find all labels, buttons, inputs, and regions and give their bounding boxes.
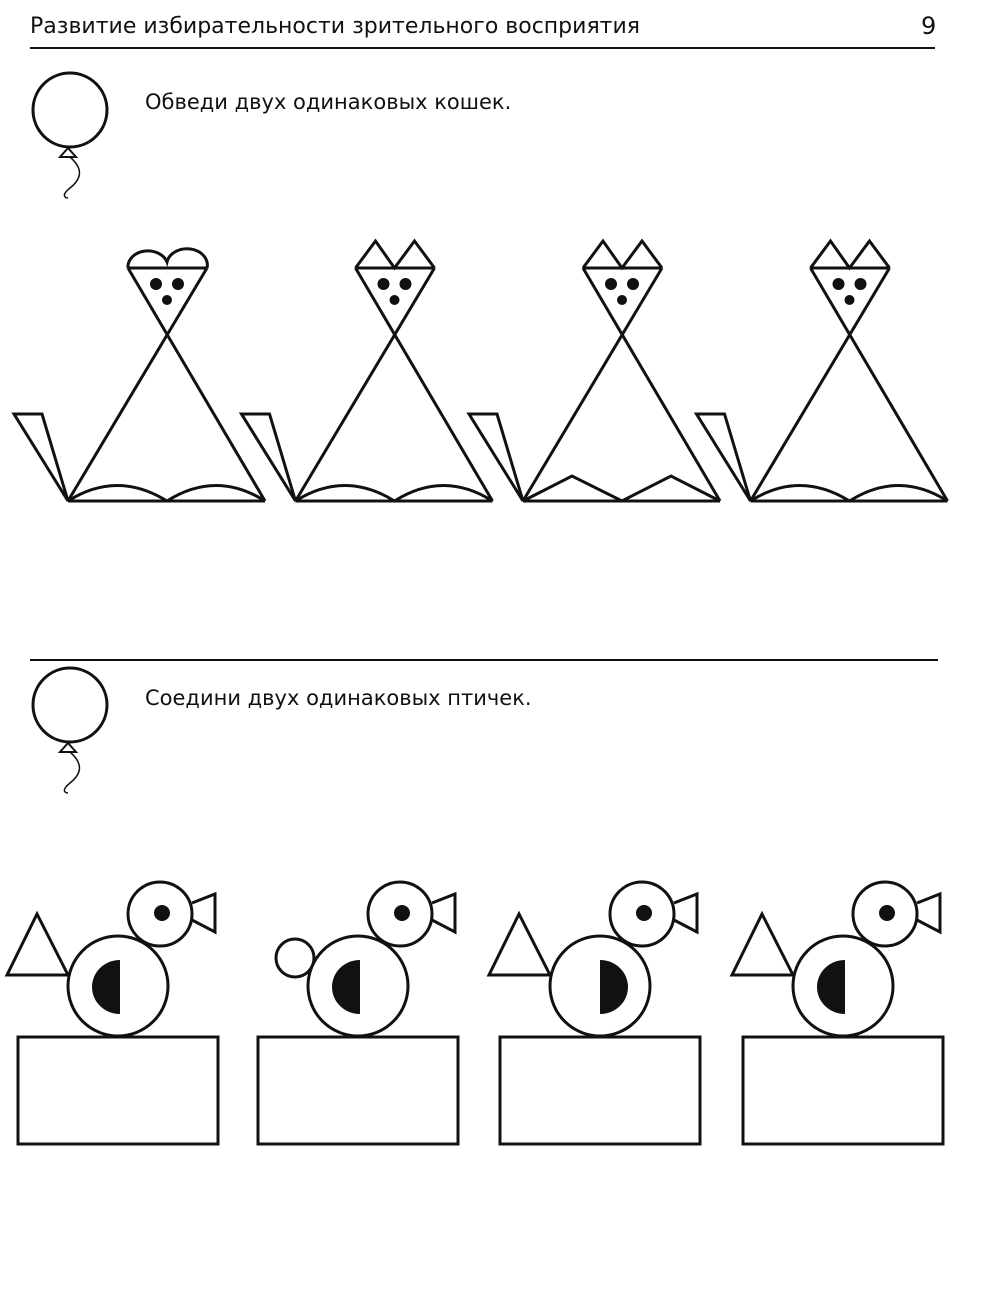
cat-face-dot [854, 278, 867, 290]
bird-nest-box [256, 1035, 460, 1146]
cat-tail [238, 412, 297, 502]
bird-figure [4, 880, 220, 1146]
bird-wing-triangle [4, 910, 71, 977]
cat-ears-rounded [126, 247, 209, 269]
cat-figure [466, 238, 722, 503]
bird-eye [636, 905, 652, 921]
balloon-string [63, 751, 81, 794]
bird-beak [191, 891, 217, 935]
bird-half-disk [600, 960, 628, 1014]
bird-nest-box [498, 1035, 702, 1146]
balloon-circle [31, 666, 109, 744]
bird-nest-box [741, 1035, 945, 1146]
cat-face-dot [172, 278, 184, 290]
cat-face-dot [605, 278, 617, 290]
bird-half-disk [817, 960, 845, 1014]
cat-face-dot [162, 295, 172, 305]
bird-wing-triangle [729, 910, 796, 977]
page-number: 9 [921, 12, 937, 40]
bird-eye [394, 905, 410, 921]
bird-beak [916, 891, 942, 935]
bird-half-disk [332, 960, 360, 1014]
balloon-string [63, 156, 81, 199]
bird-wing-circle [274, 937, 316, 979]
cat-face-dot [150, 278, 162, 290]
balloon-knot [57, 146, 79, 158]
cat-figure [11, 247, 267, 503]
balloon-circle [31, 71, 109, 149]
cat-tail [693, 412, 752, 502]
cats-row [11, 238, 949, 503]
cat-body [749, 266, 949, 503]
bird-wing-triangle [486, 910, 553, 977]
cat-figure [693, 238, 949, 503]
task-1-instruction: Обведи двух одинаковых кошек. [145, 90, 512, 114]
cat-feet-arcs [67, 484, 266, 503]
cat-face-dot [844, 295, 855, 305]
task-2-instruction: Соедини двух одинаковых птичек. [145, 686, 532, 710]
cat-face-dot [389, 295, 400, 305]
cat-feet-zigzag [522, 474, 721, 503]
bird-beak [431, 891, 457, 935]
bird-figure [486, 880, 702, 1146]
cat-face-dot [399, 278, 412, 290]
cat-face-dot [377, 278, 390, 290]
cat-face-dot [617, 295, 627, 305]
bird-figure [729, 880, 945, 1146]
bird-eye [154, 905, 170, 921]
page-header-title: Развитие избирательности зрительного вос… [30, 14, 641, 39]
cat-ears-pointed [581, 238, 664, 271]
cat-feet-arcs [294, 484, 494, 503]
cat-tail [11, 412, 70, 502]
cat-tail [466, 412, 525, 502]
bird-eye [879, 905, 895, 921]
bird-beak [673, 891, 699, 935]
cat-body [521, 266, 722, 503]
cat-body [66, 266, 267, 503]
bird-figure [256, 880, 460, 1146]
cat-face-dot [832, 278, 845, 290]
bird-nest-box [16, 1035, 220, 1146]
cat-ears-pointed [354, 238, 436, 271]
balloon-icon [31, 666, 109, 794]
balloon-icon [31, 71, 109, 199]
cat-body [294, 266, 494, 503]
birds-row [4, 880, 945, 1146]
bird-half-disk [92, 960, 120, 1014]
cat-feet-arcs [749, 484, 949, 503]
cat-figure [238, 238, 494, 503]
cat-ears-pointed [809, 238, 891, 271]
cat-face-dot [627, 278, 639, 290]
balloon-knot [57, 741, 79, 753]
